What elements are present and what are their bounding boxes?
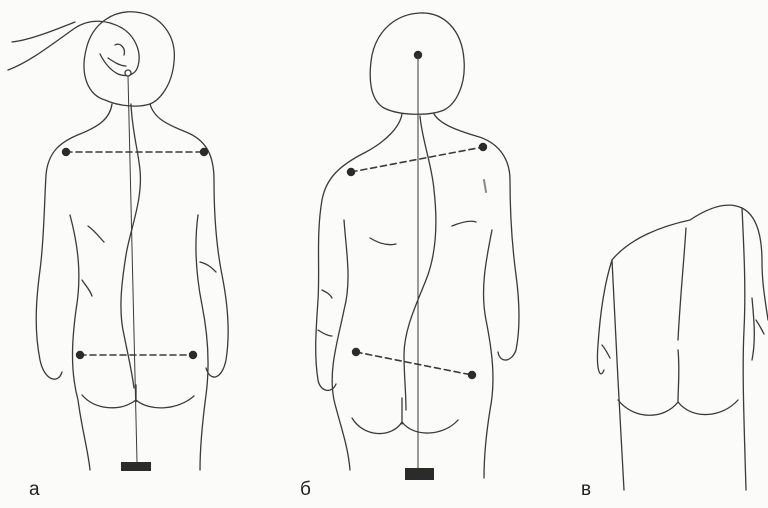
figure-a-left-hip-point xyxy=(76,351,84,359)
figure-label-b: б xyxy=(300,479,311,501)
figure-a-straight-spine xyxy=(8,12,228,471)
figure-label-c: в xyxy=(581,479,591,501)
figure-a-right-hip-point xyxy=(189,351,197,359)
figure-a-plumb-weight xyxy=(121,462,151,471)
figure-a-left-shoulder-point xyxy=(62,148,70,156)
figure-b-right-outline xyxy=(434,114,519,478)
figure-b-hip-line xyxy=(356,352,472,375)
figure-c-buttocks xyxy=(618,350,738,415)
figure-c-left-side xyxy=(597,260,624,490)
figure-c-spine xyxy=(678,228,686,340)
figure-b-head xyxy=(370,13,464,114)
figure-label-a: а xyxy=(29,479,40,501)
figure-b-scoliosis xyxy=(316,13,519,480)
examiner-hand xyxy=(8,21,139,75)
figure-c-forward-bend xyxy=(597,205,768,490)
figure-b-right-hip-point xyxy=(468,371,476,379)
figure-c-body-contours xyxy=(602,320,764,358)
figure-b-shoulder-line xyxy=(351,147,483,172)
figure-b-buttocks xyxy=(352,398,458,434)
figure-a-spine xyxy=(121,104,141,388)
figure-b-left-outline xyxy=(316,114,402,470)
figure-b-right-shoulder-point xyxy=(479,143,487,151)
figure-b-left-shoulder-point xyxy=(347,168,355,176)
figure-c-right-side xyxy=(742,208,754,490)
figure-a-head xyxy=(84,12,174,106)
figure-b-spine xyxy=(404,116,436,410)
plumb-line-anchor xyxy=(125,70,131,76)
figure-a-buttocks xyxy=(82,385,194,408)
figure-b-shoulder-blade-mark xyxy=(484,180,486,192)
figure-a-left-outline xyxy=(36,104,112,470)
figure-a-right-shoulder-point xyxy=(200,148,208,156)
figure-a-right-outline xyxy=(150,104,228,470)
figure-b-left-hip-point xyxy=(352,348,360,356)
figure-b-plumb-weight xyxy=(405,468,434,480)
